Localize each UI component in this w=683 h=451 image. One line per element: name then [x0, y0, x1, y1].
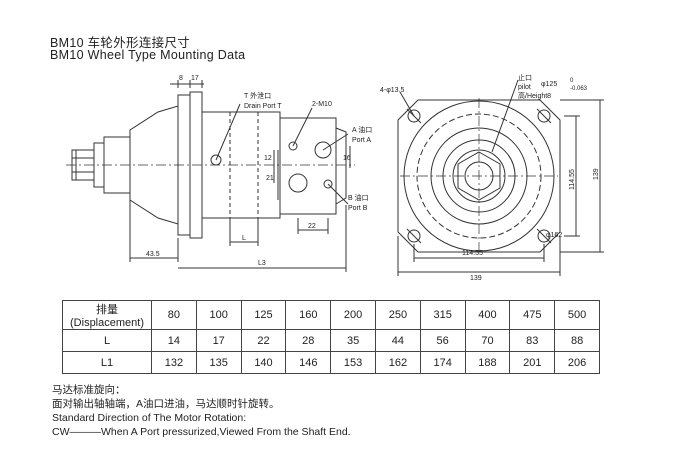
- label-pcd: φ162: [546, 232, 562, 239]
- front-view-labels: 4-φ13.5 止口 pilot 高/Height8 φ125 0 -0.063…: [380, 73, 600, 282]
- table-cell: 132: [151, 351, 197, 374]
- port-block: [279, 117, 337, 215]
- label-b-port-cn: B 油口: [348, 193, 369, 202]
- dim-43-5: 43.5: [146, 251, 160, 258]
- square-flange: [397, 99, 561, 253]
- label-height: 高/Height8: [518, 91, 551, 100]
- note-rotation-text-en: CW———When A Port pressurized,Viewed From…: [52, 426, 351, 438]
- mount-hole-tr: [537, 109, 551, 123]
- dim-21: 21: [266, 175, 274, 182]
- table-cell: 17: [195, 329, 242, 352]
- table-row-displacement: 排量(Displacement) 80 100 125 160 200 250 …: [62, 300, 600, 330]
- label-t-port-cn: T 外泄口: [244, 91, 271, 100]
- hex-nut: [457, 151, 501, 201]
- drain-port: [210, 154, 222, 166]
- table-cell: 28: [285, 329, 332, 352]
- title-english: BM10 Wheel Type Mounting Data: [50, 48, 246, 62]
- table-cell: 35: [330, 329, 376, 352]
- label-pilot-en: pilot: [518, 84, 531, 91]
- front-view: [397, 79, 604, 276]
- dim-114-55-vertical: 114.55: [569, 169, 576, 190]
- label-thread: 2-M10: [312, 101, 332, 108]
- label-a-port-cn: A 油口: [352, 125, 372, 134]
- table-cell: 475: [509, 300, 556, 330]
- technical-drawing: 8 17 T 外泄口 Drain Port T 2-M10 A 油口 Port …: [66, 73, 604, 282]
- label-tol-lower: -0.063: [570, 86, 588, 92]
- dim-L3: L3: [258, 260, 266, 267]
- dim-16: 16: [343, 155, 351, 162]
- dim-17: 17: [191, 75, 199, 82]
- port-a: [314, 141, 332, 159]
- dim-139-horizontal: 139: [470, 275, 482, 282]
- table-cell: 44: [374, 329, 421, 352]
- dim-22: 22: [308, 223, 316, 230]
- table-cell: 14: [151, 329, 197, 352]
- port-b: [288, 173, 308, 193]
- table-cell: 80: [151, 300, 197, 330]
- note-rotation-title-en: Standard Direction of The Motor Rotation…: [52, 412, 247, 424]
- dim-8: 8: [179, 75, 183, 82]
- row-header-displacement: 排量(Displacement): [62, 300, 152, 330]
- table-cell: 135: [195, 351, 242, 374]
- table-row-L: L 14 17 22 28 35 44 56 70 83 88: [62, 329, 600, 352]
- side-view: [66, 80, 355, 272]
- row-header-L1: L1: [62, 351, 152, 374]
- label-a-port-en: Port A: [352, 137, 371, 144]
- side-view-labels: 8 17 T 外泄口 Drain Port T 2-M10 A 油口 Port …: [146, 75, 372, 267]
- label-b-port-en: Port B: [348, 205, 368, 212]
- label-pilot-dia: φ125: [541, 81, 557, 88]
- row-header-L: L: [62, 329, 152, 352]
- table-cell: 160: [285, 300, 332, 330]
- table-cell: 200: [330, 300, 376, 330]
- table-cell: 70: [464, 329, 511, 352]
- table-cell: 206: [554, 351, 600, 374]
- label-pilot-cn: 止口: [518, 73, 532, 82]
- dim-L: L: [242, 235, 246, 242]
- mount-hole-tl: [407, 109, 421, 123]
- table-cell: 83: [509, 329, 556, 352]
- table-cell: 400: [464, 300, 511, 330]
- displacement-table: 排量(Displacement) 80 100 125 160 200 250 …: [62, 300, 600, 374]
- table-cell: 22: [240, 329, 287, 352]
- label-t-port-en: Drain Port T: [244, 103, 282, 110]
- note-rotation-text-cn: 面对输出轴轴端，A油口进油，马达顺时针旋转。: [52, 398, 280, 410]
- table-cell: 500: [554, 300, 600, 330]
- table-cell: 153: [330, 351, 376, 374]
- dim-12: 12: [264, 155, 272, 162]
- table-cell: 88: [554, 329, 600, 352]
- table-cell: 201: [509, 351, 556, 374]
- label-tol-upper: 0: [570, 78, 574, 84]
- table-cell: 56: [419, 329, 466, 352]
- table-cell: 125: [240, 300, 287, 330]
- table-cell: 250: [374, 300, 421, 330]
- note-rotation-title-cn: 马达标准旋向：: [52, 384, 126, 396]
- table-cell: 174: [419, 351, 466, 374]
- table-row-L1: L1 132 135 140 146 153 162 174 188 201 2…: [62, 351, 600, 374]
- mount-hole-br: [537, 229, 551, 243]
- table-cell: 188: [464, 351, 511, 374]
- table-cell: 100: [195, 300, 242, 330]
- table-cell: 140: [240, 351, 287, 374]
- table-cell: 162: [374, 351, 421, 374]
- title-chinese: BM10 车轮外形连接尺寸: [50, 36, 191, 50]
- table-cell: 315: [419, 300, 466, 330]
- dim-114-55-horizontal: 114.55: [462, 250, 483, 257]
- label-holes: 4-φ13.5: [380, 87, 404, 94]
- mount-hole-bl: [407, 229, 421, 243]
- table-cell: 146: [285, 351, 332, 374]
- dim-139-vertical: 139: [593, 168, 600, 180]
- rotation-notes: 马达标准旋向： 面对输出轴轴端，A油口进油，马达顺时针旋转。 Standard …: [52, 383, 351, 439]
